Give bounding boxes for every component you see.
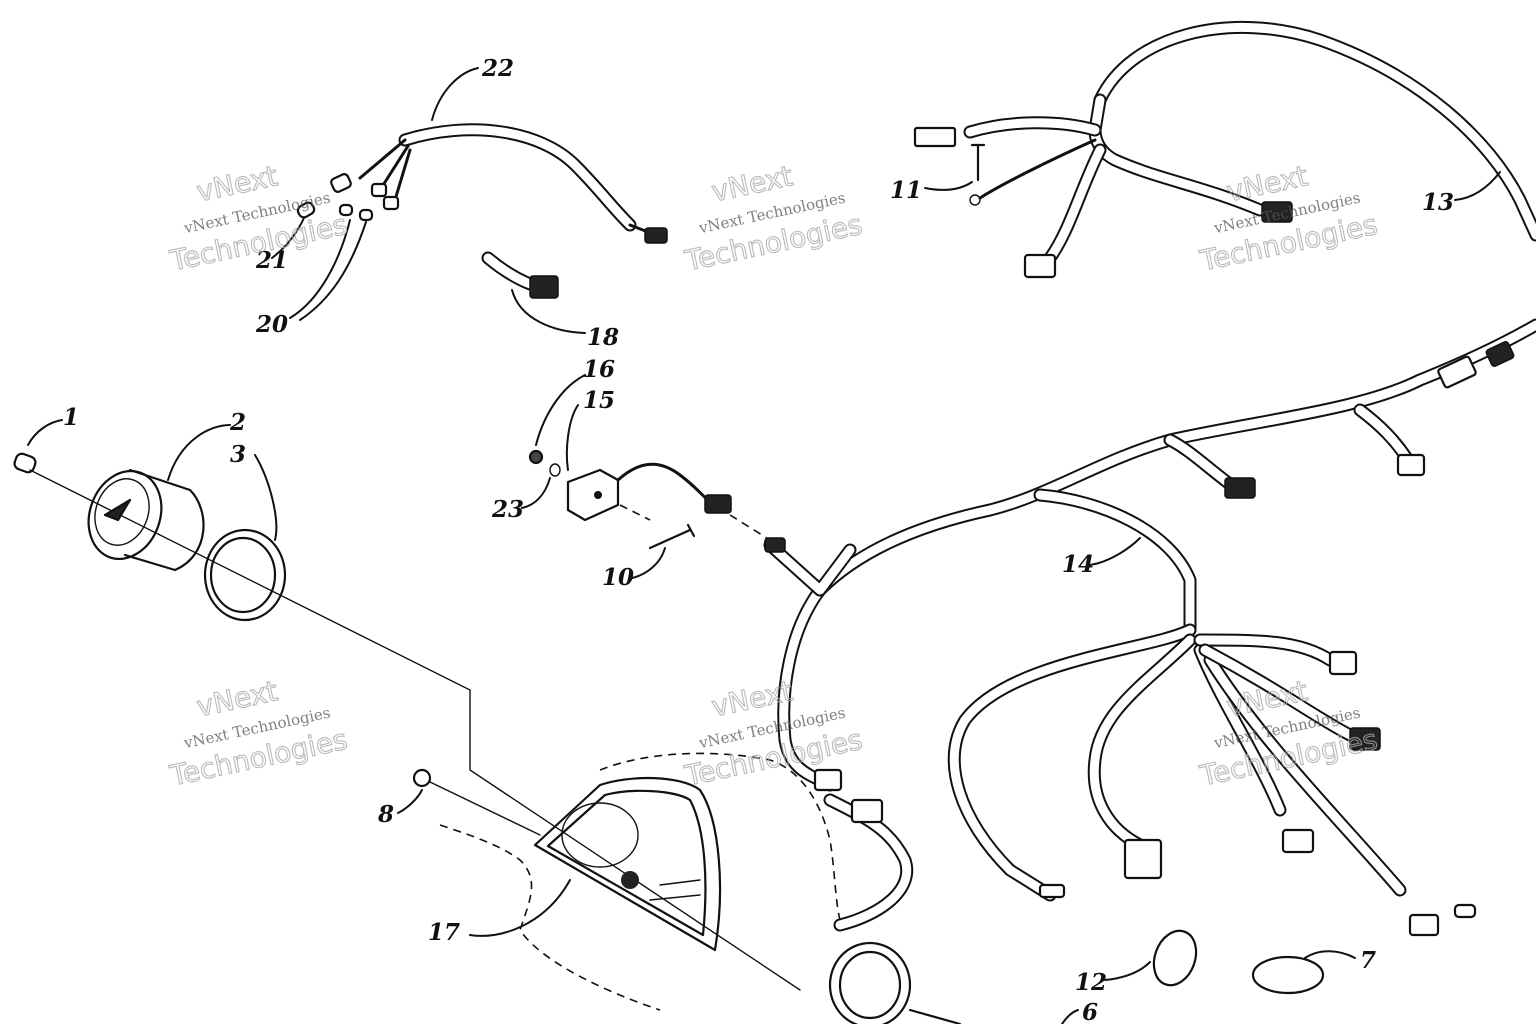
- watermark: vNext vNext Technologies Technologies: [166, 159, 351, 279]
- part-11-ground-screw: [924, 143, 986, 191]
- part-14-harness: [763, 318, 1536, 937]
- watermark: vNext vNext Technologies Technologies: [681, 159, 866, 279]
- part-6-bezel-ring: [828, 941, 1079, 1024]
- part-3-bezel-ring: [203, 454, 287, 622]
- callout-17: 17: [428, 919, 460, 946]
- part-23-washer: [521, 463, 561, 509]
- part-1-bulb: [13, 419, 63, 474]
- callout-3: 3: [230, 441, 246, 468]
- part-20-bulbs: [289, 203, 374, 321]
- part-7-clamp: [1251, 950, 1356, 995]
- watermark: vNext vNext Technologies Technologies: [166, 674, 351, 794]
- callout-6: 6: [1082, 999, 1098, 1024]
- part-10-screw: [631, 523, 696, 579]
- part-22-harness: [330, 123, 668, 244]
- part-8-grommet: [397, 768, 541, 836]
- callout-8: 8: [377, 801, 394, 828]
- part-15-module: [565, 404, 732, 522]
- callout-1: 1: [63, 404, 79, 431]
- callout-7: 7: [1360, 947, 1376, 974]
- callout-21: 21: [255, 247, 288, 274]
- part-18-jumper-lead: [481, 251, 586, 334]
- callout-13: 13: [1422, 189, 1454, 216]
- callout-12: 12: [1075, 969, 1107, 996]
- part-2-speedometer-gauge: [87, 424, 231, 572]
- part-17-dash-panel: [439, 752, 841, 1011]
- callout-22: 22: [481, 55, 514, 82]
- part-16-nut: [528, 374, 586, 465]
- callout-10: 10: [602, 564, 634, 591]
- callout-23: 23: [491, 496, 524, 523]
- watermarks: vNext vNext Technologies Technologies vN…: [166, 159, 1381, 794]
- callout-20: 20: [255, 311, 288, 338]
- part-13-main-harness: [913, 20, 1536, 279]
- part-12-clamp: [1104, 929, 1198, 987]
- callout-14: 14: [1062, 551, 1094, 578]
- callout-15: 15: [583, 387, 615, 414]
- callout-16: 16: [583, 356, 615, 383]
- callout-18: 18: [587, 324, 619, 351]
- callout-2: 2: [229, 409, 246, 436]
- callout-labels: 1 2 3 6 7 8 10 11 12 13 14 15 16 17 18 2…: [63, 55, 1454, 1024]
- part-21-bulb-socket: [271, 201, 316, 259]
- watermark: vNext vNext Technologies Technologies: [1196, 159, 1381, 279]
- callout-11: 11: [890, 177, 922, 204]
